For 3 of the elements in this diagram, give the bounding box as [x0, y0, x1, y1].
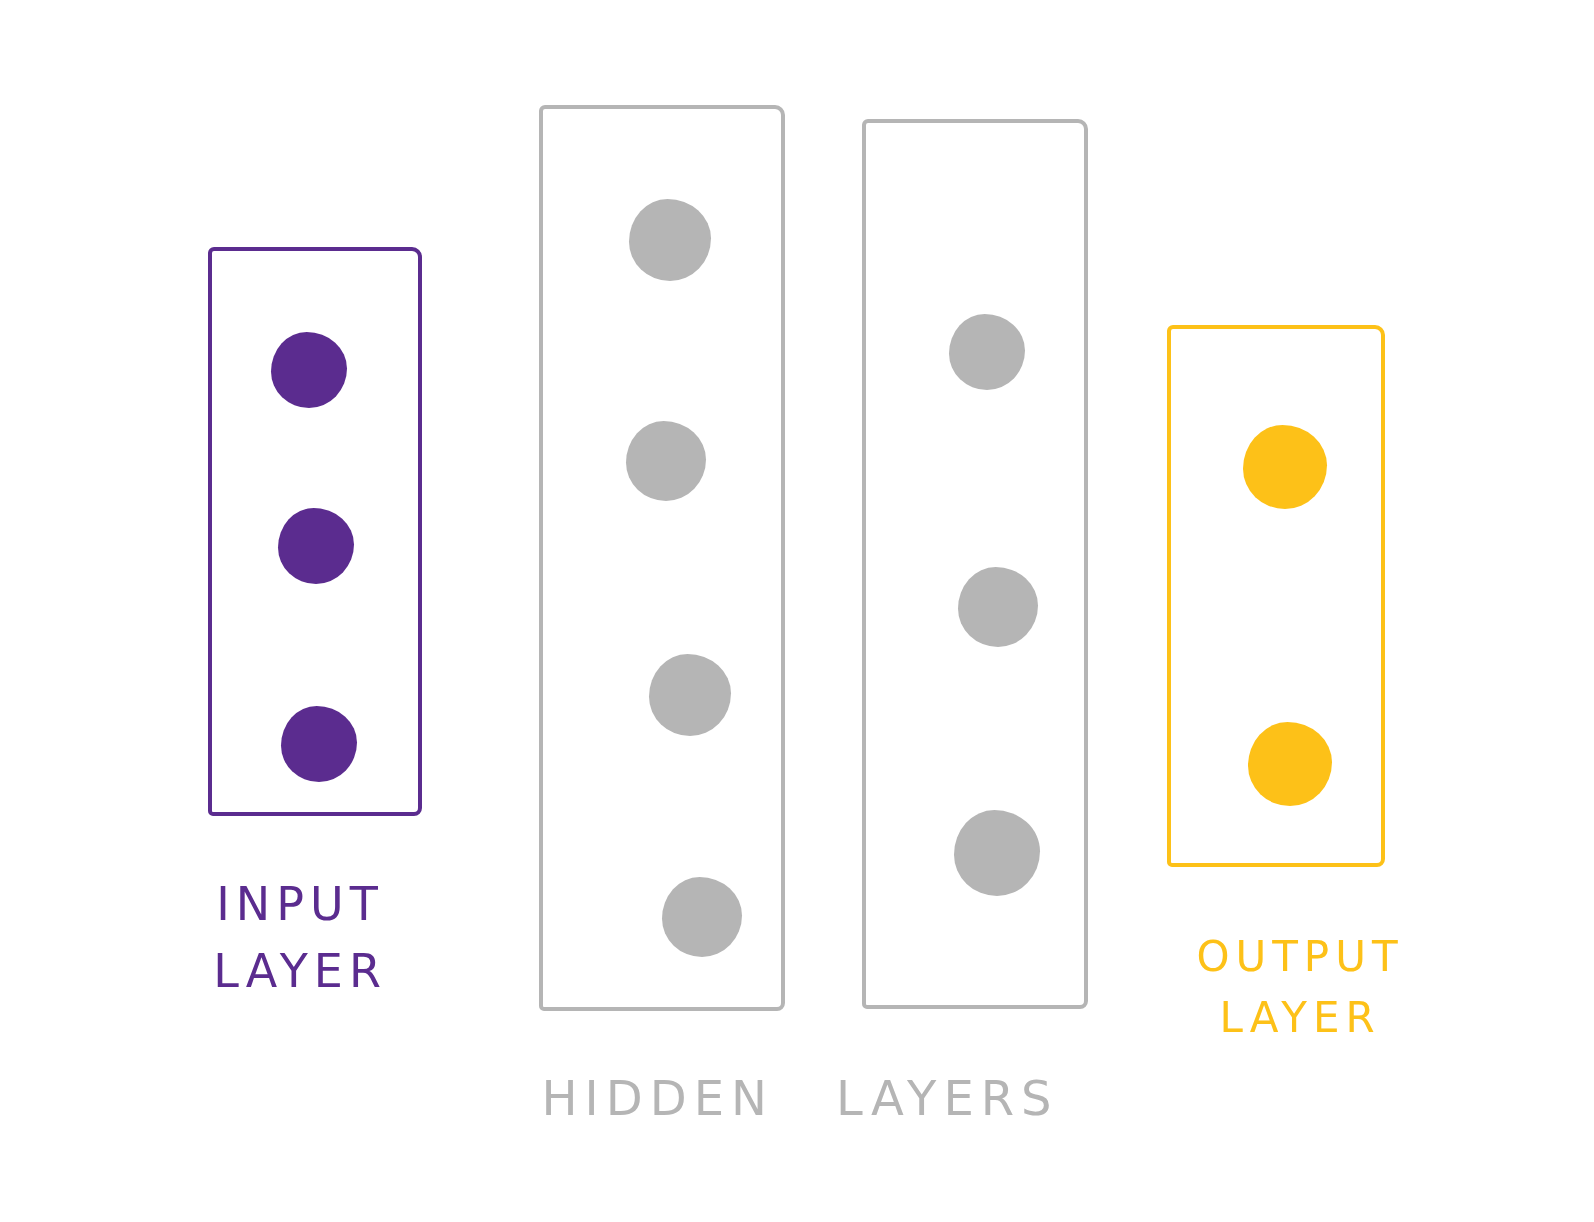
caption-text: HIDDEN LAYERS [540, 1069, 1060, 1128]
layer-caption: INPUT LAYER [212, 875, 388, 1000]
layer-caption: OUTPUT LAYER [1195, 930, 1405, 1044]
